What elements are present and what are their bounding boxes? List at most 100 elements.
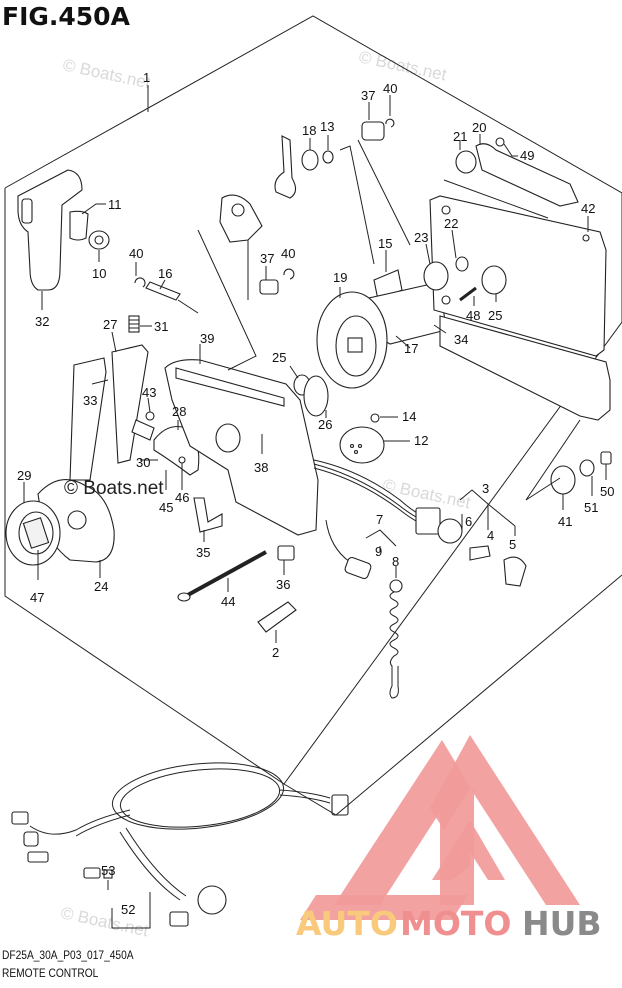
callout-40a: 40: [129, 246, 143, 261]
bracket-3: [459, 489, 516, 527]
lever-arm-18: [274, 135, 297, 199]
callout-12: 12: [414, 433, 428, 448]
callout-33: 33: [83, 393, 97, 408]
callout-26: 26: [318, 417, 332, 432]
seal-25b: [481, 265, 507, 295]
callout-44: 44: [221, 594, 235, 609]
ring-22: [455, 256, 469, 272]
nut-50: [600, 451, 612, 465]
assembly-outline-left: [4, 188, 285, 785]
cap-5: [503, 556, 527, 587]
spring-31: [128, 315, 152, 333]
callout-8: 8: [392, 554, 399, 569]
callout-25b: 25: [488, 308, 502, 323]
hub-29: [5, 482, 61, 580]
callout-19: 19: [333, 270, 347, 285]
wiring-harness-52: [11, 762, 349, 929]
clip-35: [193, 497, 223, 533]
pin-16: [145, 281, 181, 301]
watermark-boats-dark: © Boats.net: [64, 478, 164, 499]
callout-6: 6: [465, 514, 472, 529]
watermark-top-left: © Boats.net: [61, 55, 152, 92]
callout-11: 11: [108, 197, 122, 212]
leader-11: [81, 203, 106, 215]
watermark-top-right: © Boats.net: [357, 47, 448, 84]
callout-49: 49: [520, 148, 534, 163]
callout-4: 4: [487, 528, 494, 543]
callout-39: 39: [200, 331, 214, 346]
callout-42: 42: [581, 201, 595, 216]
grommet-41: [550, 465, 576, 495]
callout-35: 35: [196, 545, 210, 560]
callout-21: 21: [453, 129, 467, 144]
clip-36: [277, 545, 295, 561]
logo-auto: AUTO: [296, 904, 398, 943]
buzzer-12: [339, 426, 410, 464]
callout-51: 51: [584, 500, 598, 515]
callout-38: 38: [254, 460, 268, 475]
callout-24: 24: [94, 579, 108, 594]
callout-48: 48: [466, 308, 480, 323]
cap-11: [69, 210, 89, 241]
screw-14: [370, 413, 380, 423]
callout-7: 7: [376, 512, 383, 527]
callout-3: 3: [482, 481, 489, 496]
key-switch-6: [415, 507, 463, 544]
plate-2: [257, 601, 297, 633]
callout-36: 36: [276, 577, 290, 592]
disk-19: [316, 287, 388, 389]
callout-23: 23: [414, 230, 428, 245]
logo-hub: HUB: [522, 904, 602, 943]
logo-moto: MOTO: [400, 904, 511, 943]
callout-41: 41: [558, 514, 572, 529]
callout-14: 14: [402, 409, 416, 424]
key-4: [469, 545, 491, 561]
callout-16: 16: [158, 266, 172, 281]
callout-5: 5: [509, 537, 516, 552]
callout-50: 50: [600, 484, 614, 499]
block-37a: [361, 121, 385, 141]
clip-40b: [385, 118, 395, 128]
bolt-48: [459, 286, 477, 302]
callout-22: 22: [444, 216, 458, 231]
block-37b: [259, 279, 279, 295]
callout-43: 43: [142, 385, 156, 400]
callout-37b: 37: [260, 251, 274, 266]
callout-40b: 40: [383, 81, 397, 96]
arm-33: [69, 357, 107, 481]
screw-44: [177, 550, 267, 602]
assembly-outline-top: [4, 15, 622, 194]
clip-40c: [283, 268, 295, 280]
callout-1: 1: [143, 70, 150, 85]
figure-title: FIG.450A: [2, 2, 130, 31]
lanyard-clip-8: [389, 579, 403, 593]
gear-23: [423, 261, 449, 291]
callout-13: 13: [320, 119, 334, 134]
screw-42: [582, 234, 590, 242]
callout-29: 29: [17, 468, 31, 483]
washer-51: [579, 459, 595, 477]
bracket-7: [365, 529, 397, 547]
callout-17: 17: [404, 341, 418, 356]
callout-46: 46: [175, 490, 189, 505]
callout-10: 10: [92, 266, 106, 281]
screw-49: [495, 137, 505, 147]
callout-25a: 25: [272, 350, 286, 365]
callout-18: 18: [302, 123, 316, 138]
plate-30: [131, 419, 155, 441]
callout-32: 32: [35, 314, 49, 329]
watermark-bottom: © Boats.net: [59, 903, 150, 940]
handle-32: [17, 169, 83, 310]
figure-name: REMOTE CONTROL: [2, 966, 99, 980]
bracket-line-37: [197, 229, 257, 371]
callout-15: 15: [378, 236, 392, 251]
washer-13: [322, 150, 334, 164]
callout-52: 52: [121, 902, 135, 917]
callout-27: 27: [103, 317, 117, 332]
seal-18: [301, 149, 319, 171]
lever-27: [111, 344, 149, 464]
callout-37a: 37: [361, 88, 375, 103]
callout-9: 9: [375, 544, 382, 559]
callout-47: 47: [30, 590, 44, 605]
